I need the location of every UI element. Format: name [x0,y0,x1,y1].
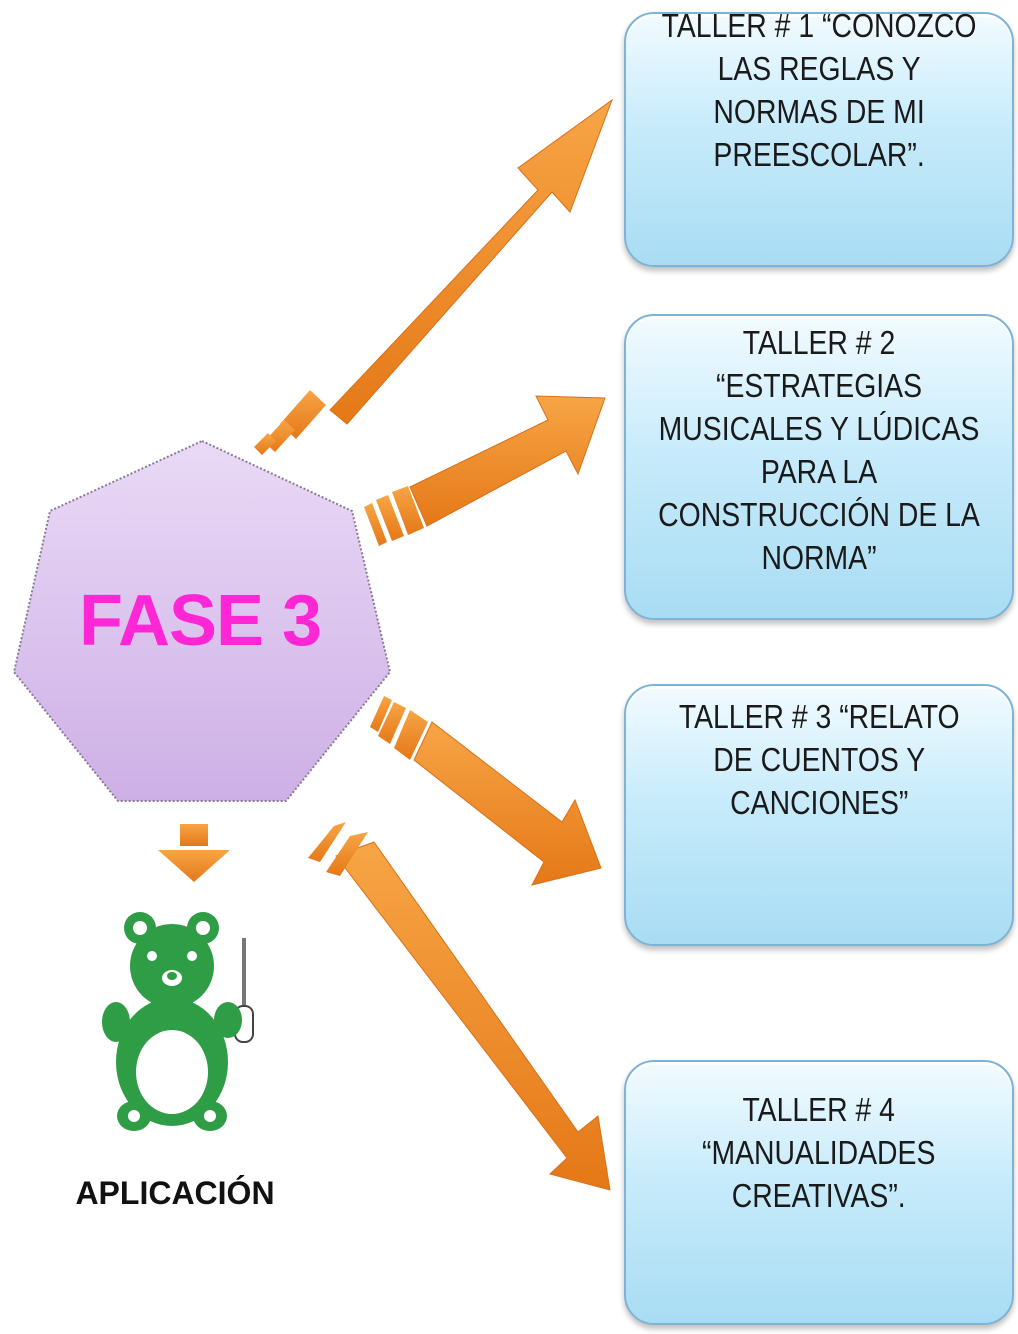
arrow-down-to-application [158,824,230,882]
arrow-to-taller-2 [364,395,606,546]
phase-heptagon [12,439,392,802]
taller-4-text: TALLER # 4 “MANUALIDADES CREATIVAS”. [702,1091,936,1214]
taller-2-box: TALLER # 2 “ESTRATEGIAS MUSICALES Y LÚDI… [624,314,1014,620]
green-bear-with-wand-icon [102,912,254,1131]
arrow-to-taller-4 [308,822,611,1191]
application-caption: APLICACIÓN [75,1175,275,1211]
taller-4-box: TALLER # 4 “MANUALIDADES CREATIVAS”. [624,1060,1014,1325]
arrow-to-taller-1 [254,98,614,455]
arrow-to-taller-3 [370,696,602,886]
taller-3-text: TALLER # 3 “RELATO DE CUENTOS Y CANCIONE… [678,697,960,821]
taller-3-box: TALLER # 3 “RELATO DE CUENTOS Y CANCIONE… [624,684,1014,946]
phase-label: FASE 3 [78,581,322,661]
taller-2-text: TALLER # 2 “ESTRATEGIAS MUSICALES Y LÚDI… [658,323,980,576]
taller-1-text: TALLER # 1 “CONOZCO LAS REGLAS Y NORMAS … [661,6,977,173]
taller-1-box: TALLER # 1 “CONOZCO LAS REGLAS Y NORMAS … [624,7,1014,267]
